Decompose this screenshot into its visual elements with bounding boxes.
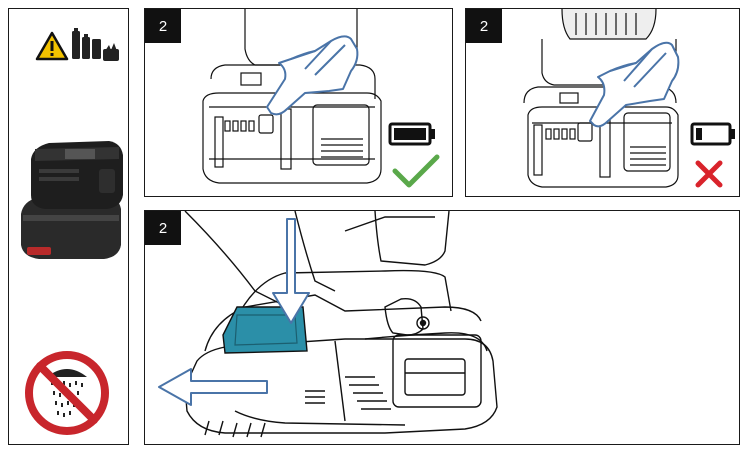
battery-low-illustration xyxy=(523,9,735,188)
remove-battery-illustration xyxy=(158,211,498,438)
cross-icon xyxy=(695,160,723,188)
sidebar-graphics xyxy=(21,28,123,435)
step-number-badge: 2 xyxy=(466,9,502,43)
tool-battery-drawing xyxy=(184,211,498,438)
tool-battery-drawing xyxy=(202,9,382,184)
step-number-badge: 2 xyxy=(145,9,181,43)
sidebar-panel xyxy=(8,8,129,445)
arrow-left-icon xyxy=(158,368,268,406)
no-water-spray-icon xyxy=(25,351,109,435)
battery-ok-illustration xyxy=(202,9,440,188)
pointing-hand-icon xyxy=(266,35,359,116)
battery-full-icon xyxy=(388,122,435,146)
charger-with-battery-image xyxy=(21,141,123,259)
batteries-icon xyxy=(72,28,119,61)
arrow-down-icon xyxy=(272,218,310,324)
step-number-badge: 2 xyxy=(145,211,181,245)
checkmark-icon xyxy=(392,154,440,188)
panel-remove-battery: 2 xyxy=(144,210,740,445)
battery-low-icon xyxy=(690,122,735,146)
panel-battery-ok: 2 xyxy=(144,8,453,197)
battery-release-button-highlight xyxy=(222,306,308,354)
pointing-hand-icon xyxy=(589,41,680,128)
panel-battery-low: 2 xyxy=(465,8,740,197)
warning-triangle-icon xyxy=(35,31,69,61)
